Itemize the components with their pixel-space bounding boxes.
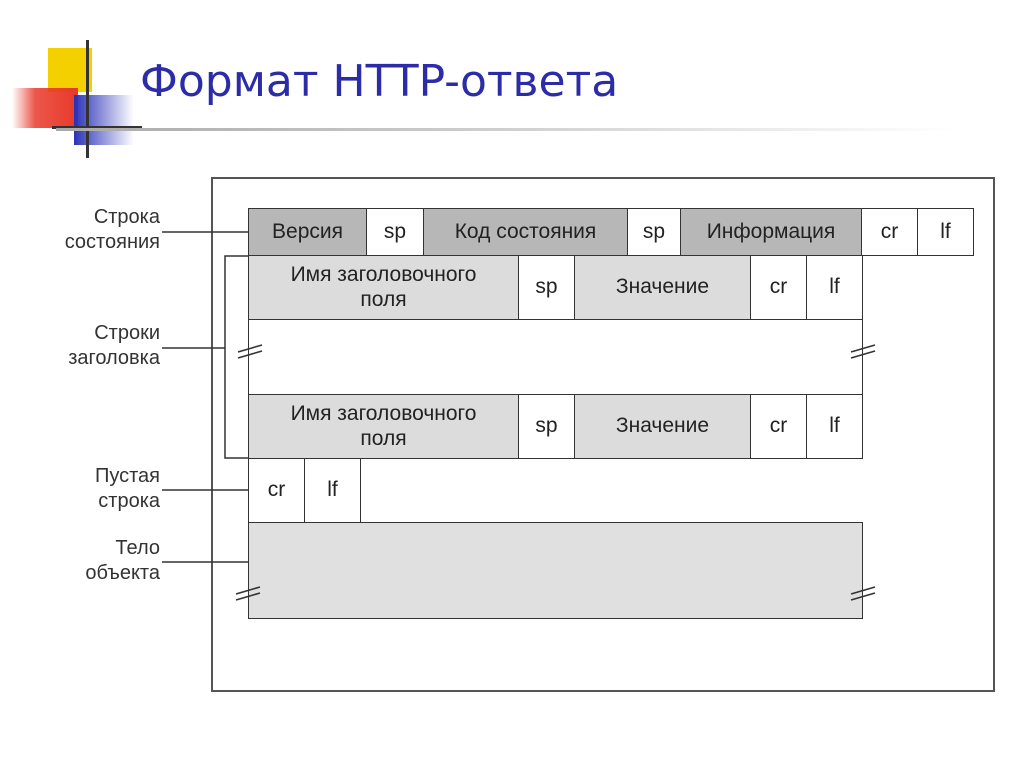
cell-empty-lf: lf [304,458,361,523]
label-empty-line-2: строка [98,490,160,512]
cell-header-value-1: Значение [574,255,751,320]
slide-logo [12,40,142,158]
header-name-1-line2: поля [360,287,407,311]
label-empty-line-1: Пустая [94,465,160,487]
cell-header-name-1: Имя заголовочного поля [248,255,519,320]
header-name-1-line1: Имя заголовочного [290,263,477,287]
cell-header-lf-2: lf [806,394,863,459]
label-status-line-1: Строка [93,206,160,228]
title-underline [56,128,956,131]
cell-header-name-2: Имя заголовочного поля [248,394,519,459]
label-status-line-2: состояния [64,231,160,253]
cell-lf-status: lf [917,208,974,256]
label-body-2: объекта [85,562,160,584]
cell-header-lf-1: lf [806,255,863,320]
label-status-line: Строка состояния [10,205,160,255]
header-gap-area [248,319,863,395]
header-name-2-line2: поля [360,426,407,450]
header-bracket [224,255,248,459]
body-area [248,522,863,619]
label-body: Тело объекта [10,536,160,586]
label-header-lines-1: Строки [94,322,160,344]
label-empty-line: Пустая строка [10,464,160,514]
cell-status-code: Код состояния [423,208,628,256]
cell-header-cr-1: cr [750,255,807,320]
cell-empty-cr: cr [248,458,305,523]
logo-vertical-line [86,40,89,158]
cell-header-value-2: Значение [574,394,751,459]
cell-header-cr-2: cr [750,394,807,459]
cell-header-sp-2: sp [518,394,575,459]
cell-information: Информация [680,208,862,256]
break-mark-header-right [850,344,876,359]
label-header-lines: Строки заголовка [10,321,160,371]
cell-cr-status: cr [861,208,918,256]
cell-sp-1: sp [366,208,424,256]
cell-version: Версия [248,208,367,256]
logo-red-bar [12,88,78,128]
break-mark-header-left [237,344,263,359]
logo-horizontal-line [52,126,142,129]
break-mark-body-right [850,586,876,601]
logo-blue-square [74,95,134,145]
label-body-1: Тело [115,537,160,559]
cell-sp-2: sp [627,208,681,256]
page-title: Формат HTTP-ответа [140,56,619,107]
logo-yellow-square [48,48,92,92]
break-mark-body-left [235,586,261,601]
header-name-2-line1: Имя заголовочного [290,402,477,426]
label-header-lines-2: заголовка [68,347,160,369]
